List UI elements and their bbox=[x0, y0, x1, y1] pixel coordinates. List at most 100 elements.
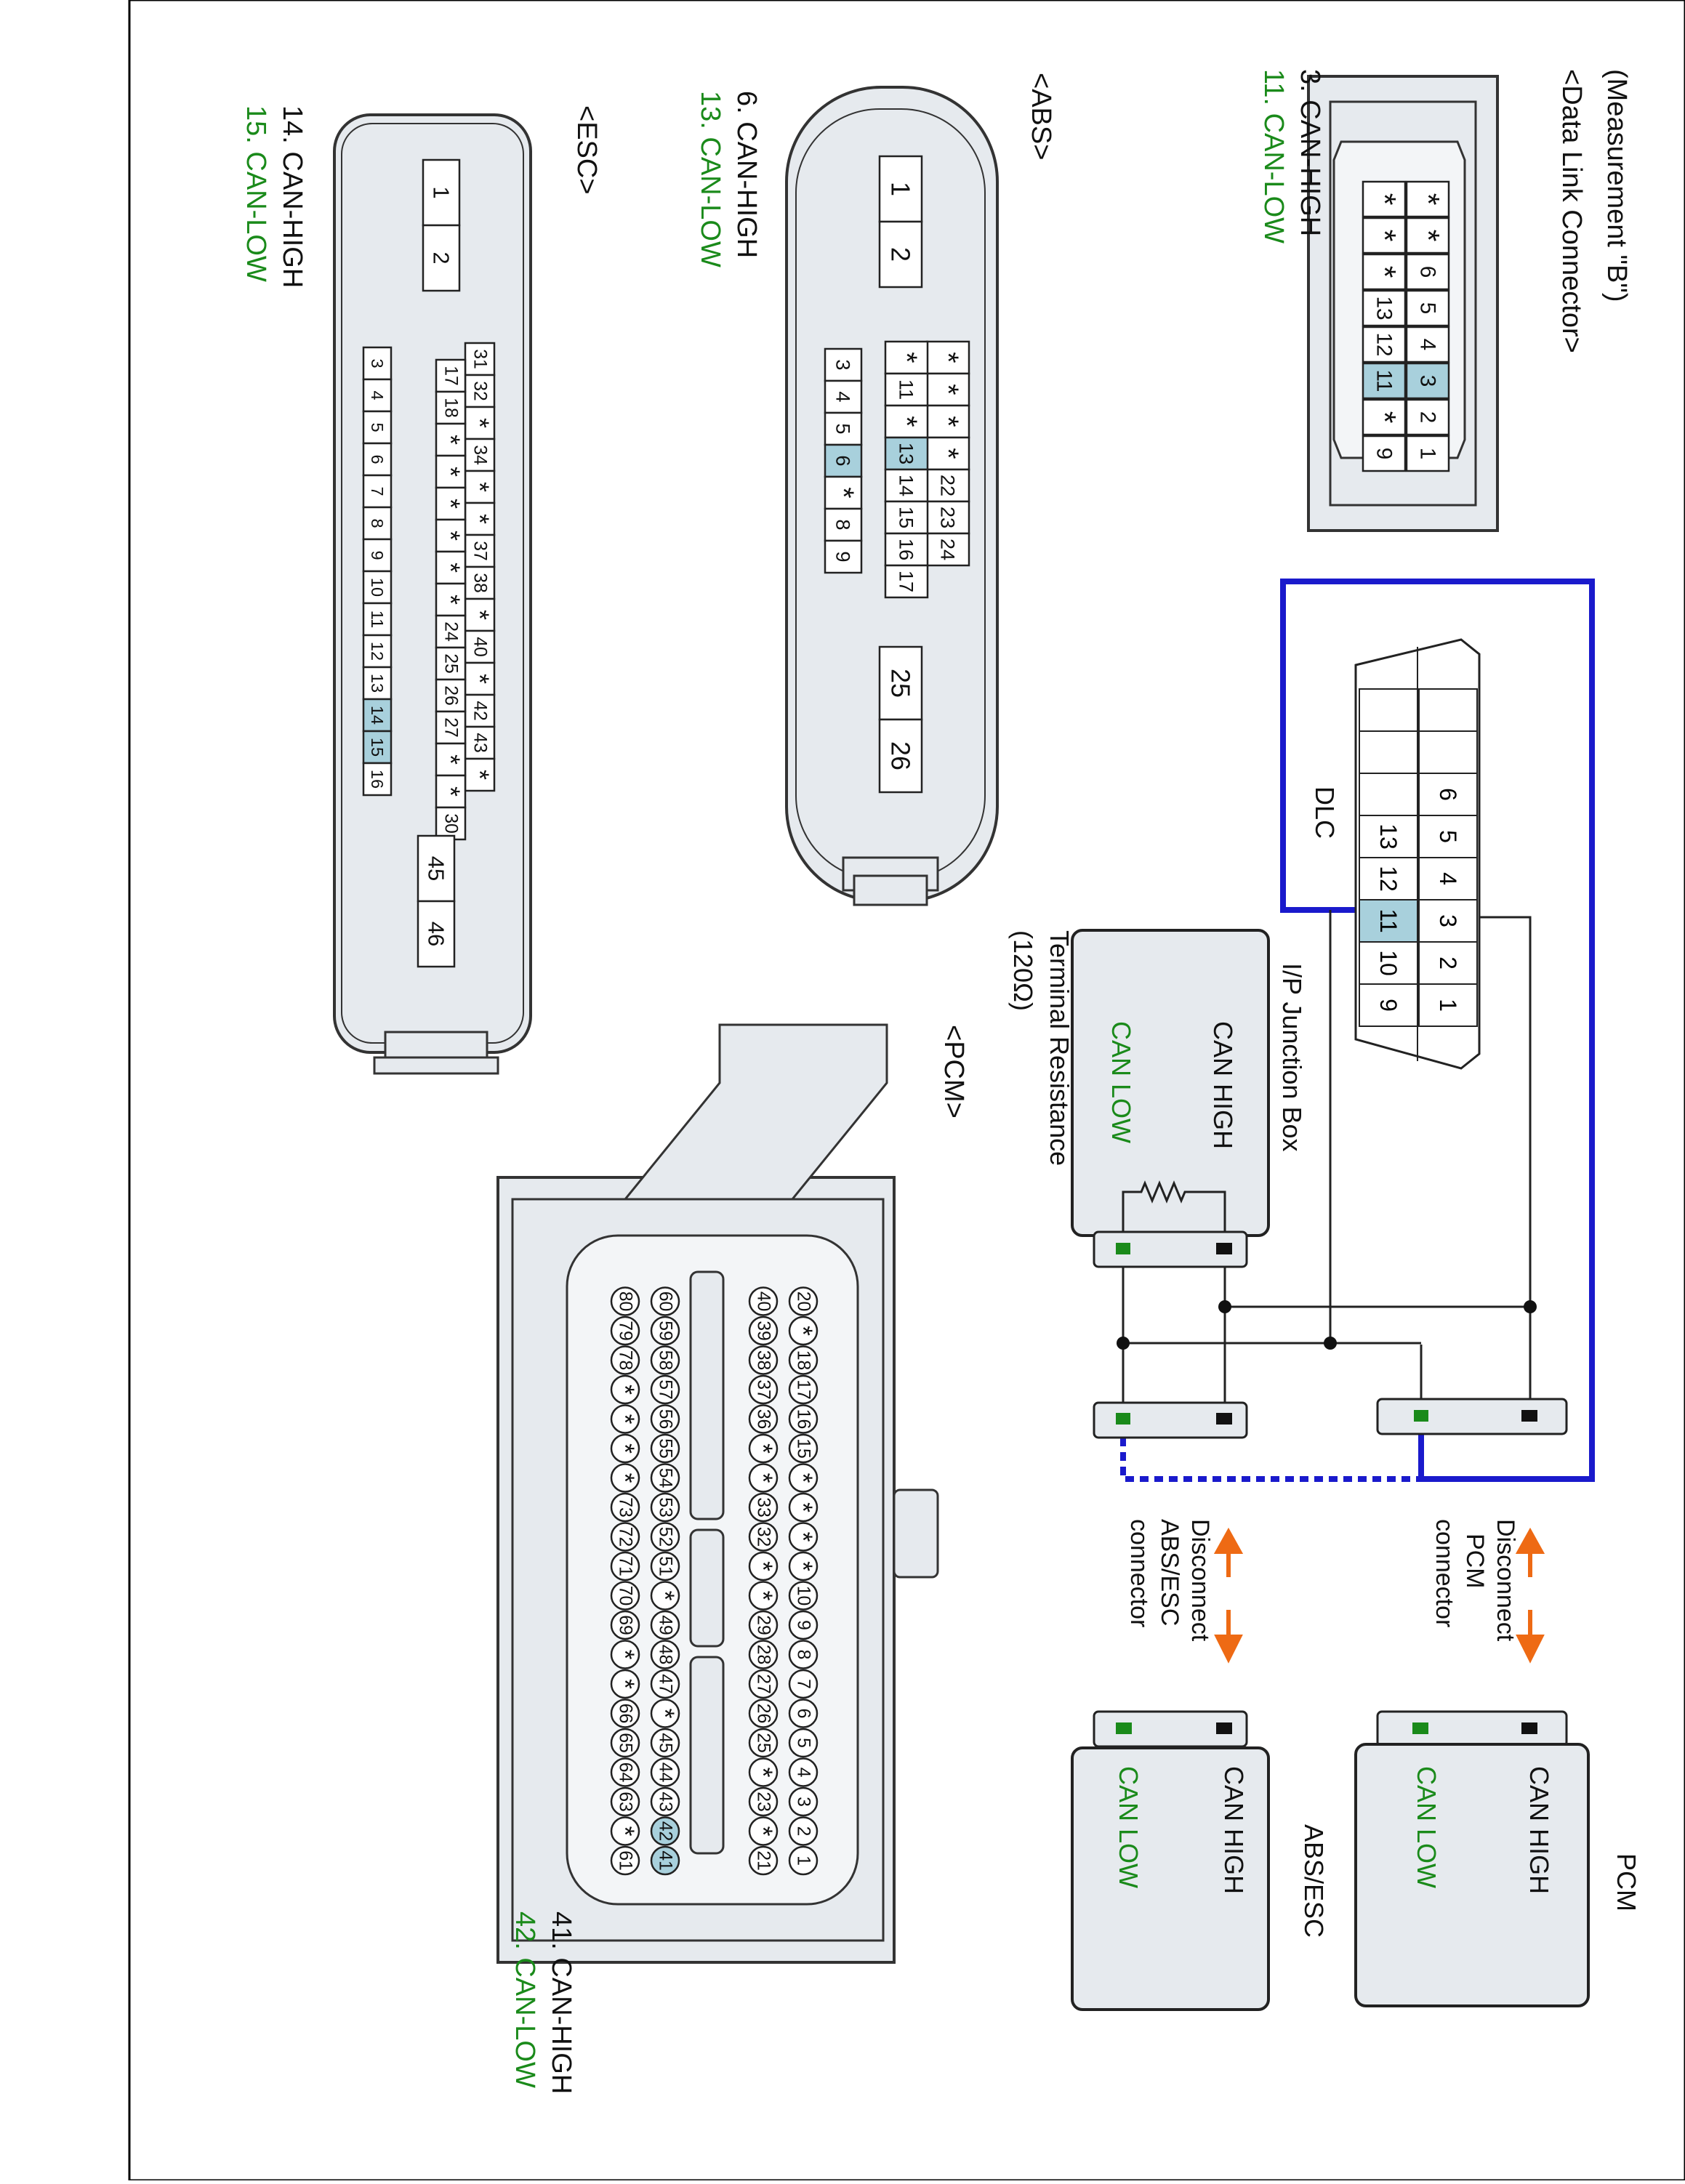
pin-label: 58 bbox=[656, 1350, 675, 1371]
esc-pin-high-label: 14. CAN-HIGH bbox=[277, 105, 307, 288]
abs-inline-connector[interactable] bbox=[1093, 1401, 1248, 1439]
pin-label: 33 bbox=[754, 1497, 773, 1518]
pin-label: * bbox=[651, 1590, 680, 1600]
pcm-pin: 20 bbox=[788, 1286, 819, 1316]
pin-label: 2 bbox=[1416, 411, 1440, 424]
pin-label: * bbox=[1367, 230, 1402, 242]
pin-label: 24 bbox=[937, 539, 960, 560]
esc-pin-large: 46 bbox=[417, 900, 456, 968]
abs-pin: * bbox=[884, 404, 929, 439]
pin-label: 48 bbox=[656, 1645, 675, 1665]
pin-label: 25 bbox=[441, 653, 461, 674]
esc-pin: 7 bbox=[362, 474, 393, 509]
dlc-face-pin: 13 bbox=[1375, 823, 1402, 850]
esc-pin: 42 bbox=[464, 693, 496, 728]
esc-pin: 6 bbox=[362, 442, 393, 477]
pcm-pin: 37 bbox=[748, 1374, 779, 1405]
dlc-pin: * bbox=[1405, 180, 1450, 218]
abs-pin: 22 bbox=[925, 468, 970, 503]
pcm-pin: 57 bbox=[650, 1374, 680, 1405]
disconnect-abs-label: Disconnect bbox=[1186, 1519, 1214, 1642]
pin-label: 37 bbox=[470, 541, 490, 561]
pin-label: 25 bbox=[886, 669, 916, 698]
measurement-label: (Measurement "B") bbox=[1601, 69, 1632, 302]
pin-label: 13 bbox=[1372, 296, 1396, 320]
abs-module-box bbox=[1071, 1710, 1270, 2011]
pcm-pin: 33 bbox=[748, 1492, 779, 1523]
pin-label: * bbox=[1367, 193, 1402, 206]
abs-pin-large: 26 bbox=[878, 718, 923, 794]
pin-label: 40 bbox=[754, 1292, 773, 1312]
pin-label: 3 bbox=[1416, 375, 1440, 387]
abs-pin: 9 bbox=[824, 539, 863, 574]
pin-label: 11 bbox=[368, 611, 387, 628]
dlc-face-pin: 4 bbox=[1435, 872, 1461, 885]
pin-label: * bbox=[789, 1326, 819, 1336]
pin-label: 12 bbox=[1372, 332, 1396, 356]
pin-label: 14 bbox=[368, 706, 387, 725]
pin-label: 6 bbox=[832, 455, 855, 466]
pcm-pin: 5 bbox=[788, 1728, 819, 1758]
pin-label: 7 bbox=[794, 1679, 813, 1689]
pin-label: 4 bbox=[368, 390, 387, 400]
pin-label: 55 bbox=[656, 1438, 675, 1459]
pcm-module-title: PCM bbox=[1612, 1853, 1641, 1911]
pin-label: 3 bbox=[832, 359, 855, 370]
pin-label: 41 bbox=[656, 1850, 675, 1871]
pin-label: 6 bbox=[368, 454, 387, 464]
pin-label: 59 bbox=[656, 1321, 675, 1341]
disconnect-pcm-label: PCM bbox=[1461, 1534, 1489, 1589]
pin-label: 72 bbox=[616, 1527, 635, 1547]
pin-label: * bbox=[436, 531, 466, 541]
esc-pin: 8 bbox=[362, 506, 393, 541]
abs-pin: 4 bbox=[824, 379, 863, 414]
resistor-symbol bbox=[1122, 1180, 1226, 1232]
pin-label: 17 bbox=[441, 366, 461, 386]
pin-label: 36 bbox=[754, 1409, 773, 1430]
pin-label: 32 bbox=[470, 381, 490, 401]
pin-label: * bbox=[436, 754, 466, 765]
pin-label: 56 bbox=[656, 1409, 675, 1430]
pcm-pin: 25 bbox=[748, 1728, 779, 1758]
pin-label: 44 bbox=[656, 1762, 675, 1783]
pcm-pin: 51 bbox=[650, 1551, 680, 1581]
esc-pin: * bbox=[464, 406, 496, 440]
pin-label: * bbox=[611, 1649, 640, 1659]
pcm-pin: 78 bbox=[610, 1345, 640, 1375]
abs-pin: 3 bbox=[824, 347, 863, 382]
pin-label: 13 bbox=[896, 443, 918, 464]
pin-label: * bbox=[749, 1826, 779, 1836]
pcm-pin: * bbox=[789, 1492, 819, 1523]
pin-label: 10 bbox=[368, 578, 387, 597]
pin-label: 70 bbox=[616, 1586, 635, 1606]
abs-pin: * bbox=[925, 436, 970, 471]
pin-label: 13 bbox=[368, 674, 387, 693]
abs-pin: 11 bbox=[884, 372, 929, 407]
pin-label: 40 bbox=[470, 637, 490, 657]
esc-pin: 32 bbox=[464, 374, 496, 408]
pin-label: 51 bbox=[656, 1556, 675, 1576]
pin-label: 9 bbox=[368, 550, 387, 560]
pin-label: * bbox=[932, 352, 964, 363]
pin-label: * bbox=[465, 418, 495, 428]
pin-label: 1 bbox=[794, 1855, 813, 1866]
pin-label: * bbox=[465, 482, 495, 492]
pcm-pin: * bbox=[789, 1315, 819, 1346]
pin-label: 60 bbox=[656, 1292, 675, 1312]
pcm-pin: 7 bbox=[788, 1669, 819, 1699]
pin-label: 2 bbox=[794, 1826, 813, 1837]
pcm-inline-connector[interactable] bbox=[1376, 1398, 1568, 1435]
pin-label: 6 bbox=[1416, 266, 1440, 278]
pin-label: 43 bbox=[470, 733, 490, 753]
pin-label: * bbox=[749, 1443, 779, 1454]
pin-label: * bbox=[890, 352, 922, 363]
pcm-pin: * bbox=[789, 1463, 819, 1493]
disconnect-abs-label: ABS/ESC bbox=[1156, 1519, 1183, 1626]
esc-pin: 25 bbox=[435, 646, 467, 681]
pin-label: 26 bbox=[886, 741, 916, 770]
pcm-pin: 79 bbox=[610, 1315, 640, 1346]
esc-pin: 37 bbox=[464, 533, 496, 568]
pin-label: * bbox=[749, 1767, 779, 1777]
esc-pin: * bbox=[464, 757, 496, 792]
pcm-pin: 2 bbox=[788, 1816, 819, 1846]
